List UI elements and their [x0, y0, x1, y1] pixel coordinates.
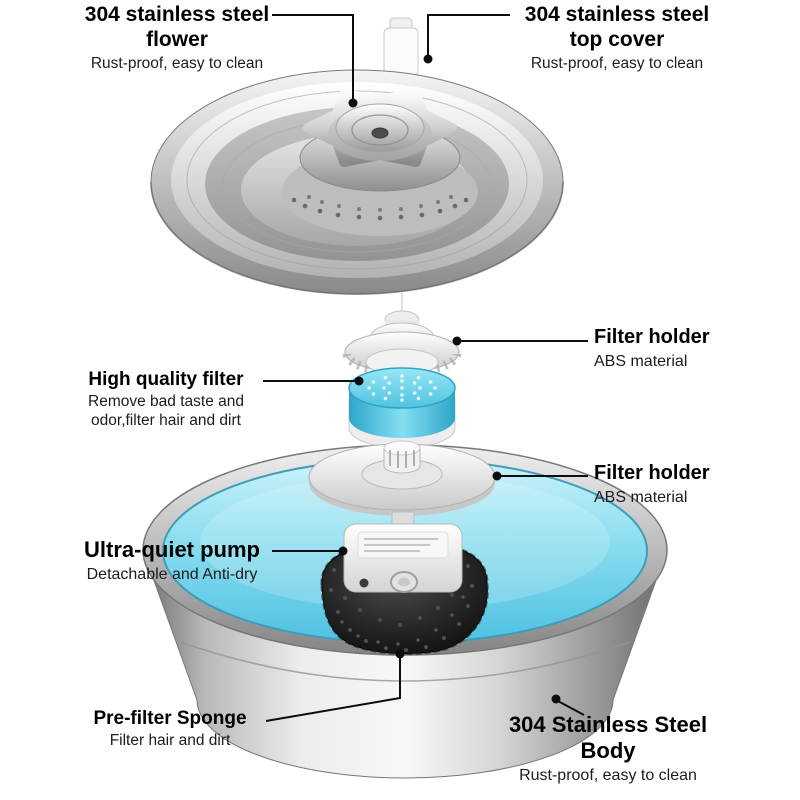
- label-pump-subtitle: Detachable and Anti-dry: [86, 565, 258, 583]
- label-body: 304 Stainless Steel Body Rust-proof, eas…: [492, 712, 724, 785]
- callout-line-body: [555, 699, 585, 716]
- label-pump: Ultra-quiet pump Detachable and Anti-dry: [66, 537, 278, 584]
- label-pump-title: Ultra-quiet pump: [84, 537, 260, 562]
- callout-line-flower: [272, 14, 354, 99]
- pump-unit: [343, 511, 463, 593]
- label-filter-holder-top: Filter holder ABS material: [594, 326, 754, 371]
- plate-perforation-holes: [291, 195, 469, 221]
- label-filter-holder-top-subtitle: ABS material: [594, 352, 688, 370]
- sponge-texture: [329, 550, 474, 652]
- pump-label-text-lines: [364, 538, 438, 552]
- label-filter-holder-bottom-title: Filter holder: [594, 462, 710, 484]
- top-cover-tab: [383, 17, 419, 77]
- label-filter-subtitle: Remove bad taste and odor,filter hair an…: [88, 393, 244, 429]
- label-flower-title: 304 stainless steel flower: [84, 3, 270, 51]
- label-filter-holder-top-title: Filter holder: [594, 326, 710, 348]
- label-filter-holder-bottom-subtitle: ABS material: [594, 488, 688, 506]
- label-top-cover-subtitle: Rust-proof, easy to clean: [530, 54, 704, 72]
- label-flower: 304 stainless steel flower Rust-proof, e…: [72, 3, 282, 73]
- bowl-seam-line: [179, 641, 631, 682]
- label-top-cover-title: 304 stainless steel top cover: [524, 3, 710, 51]
- filter-cartridge: [348, 367, 456, 449]
- label-flower-subtitle: Rust-proof, easy to clean: [90, 54, 264, 72]
- filter-holder-cap: [342, 310, 462, 377]
- callout-dots: [338, 54, 561, 704]
- filter-mesh-dots: [367, 374, 437, 402]
- label-sponge-subtitle: Filter hair and dirt: [109, 732, 231, 750]
- label-body-title: 304 Stainless Steel Body: [508, 712, 708, 763]
- label-body-subtitle: Rust-proof, easy to clean: [519, 766, 697, 784]
- pump-outlet-hole: [359, 578, 369, 588]
- label-filter: High quality filter Remove bad taste and…: [66, 369, 266, 431]
- label-filter-holder-bottom: Filter holder ABS material: [594, 462, 754, 507]
- callout-line-sponge: [265, 656, 401, 722]
- label-sponge-title: Pre-filter Sponge: [93, 708, 247, 729]
- label-filter-title: High quality filter: [88, 369, 244, 390]
- callout-lines: [263, 14, 588, 722]
- callout-line-top-cover: [427, 14, 510, 56]
- label-sponge: Pre-filter Sponge Filter hair and dirt: [80, 708, 260, 751]
- flower-piece: [299, 89, 461, 192]
- label-top-cover: 304 stainless steel top cover Rust-proof…: [512, 3, 722, 73]
